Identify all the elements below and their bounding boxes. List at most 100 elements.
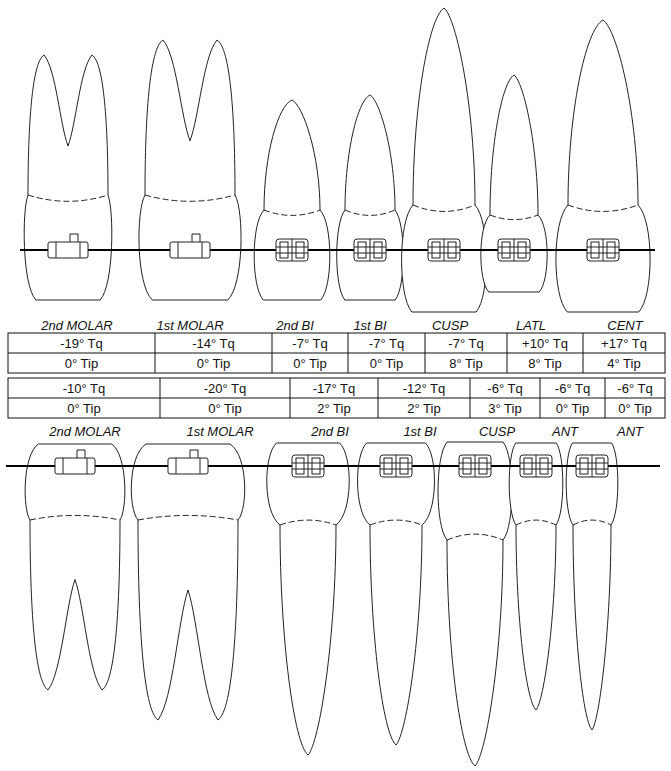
table-rule	[8, 353, 665, 354]
table-rule	[425, 333, 426, 373]
bracket	[168, 450, 208, 474]
cej-line	[516, 520, 556, 525]
tooth-name: 1st MOLAR	[156, 318, 223, 333]
tooth	[481, 75, 547, 292]
table-cell: +17° Tq	[601, 336, 647, 351]
reference-line	[6, 465, 660, 467]
tooth-outline	[131, 444, 244, 720]
bracket	[498, 239, 530, 261]
table-cell: 0° Tip	[618, 401, 651, 416]
bracket	[276, 239, 308, 261]
bracket	[354, 239, 386, 261]
arch-wire	[6, 234, 660, 477]
tooth-outline	[25, 444, 125, 690]
table-cell: -12° Tq	[403, 381, 446, 396]
tooth	[358, 443, 435, 745]
table-cell: -6° Tq	[617, 381, 652, 396]
tooth-outline	[267, 443, 349, 755]
table-cell: -6° Tq	[555, 381, 590, 396]
table-cell: 8° Tip	[528, 356, 561, 371]
table-rule	[507, 333, 508, 373]
bracket	[380, 455, 412, 477]
table-rule	[378, 378, 379, 418]
table-cell: 0° Tip	[65, 356, 98, 371]
tooth-name: 1st BI	[403, 424, 436, 439]
table-cell: +10° Tq	[522, 336, 568, 351]
teeth	[24, 8, 650, 766]
tooth-outline	[438, 442, 512, 766]
table-cell: -10° Tq	[63, 381, 106, 396]
table-cell: -7° Tq	[292, 336, 327, 351]
table-rule	[605, 378, 606, 418]
tooth-name: 1st MOLAR	[186, 424, 253, 439]
cej-line	[138, 515, 238, 520]
tooth-name: CUSP	[432, 318, 468, 333]
table-cell: -14° Tq	[192, 336, 235, 351]
tooth-name: LATL	[516, 318, 546, 333]
table-cell: 2° Tip	[317, 401, 350, 416]
tooth	[267, 443, 349, 755]
table-cell: 0° Tip	[67, 401, 100, 416]
cej-line	[447, 534, 503, 540]
cej-line	[145, 195, 235, 201]
tooth-outline	[24, 55, 112, 300]
cej-line	[573, 520, 611, 525]
table-rule	[540, 378, 541, 418]
tooth-name: 2nd MOLAR	[41, 318, 113, 333]
tooth-name: ANT	[552, 424, 578, 439]
cej-line	[28, 195, 108, 201]
cej-line	[345, 210, 395, 215]
bracket	[55, 450, 95, 474]
tooth-outline	[556, 20, 650, 312]
table-rule	[290, 378, 291, 418]
table-cell: 8° Tip	[449, 356, 482, 371]
table-rule	[583, 333, 584, 373]
table-cell: 4° Tip	[607, 356, 640, 371]
table-cell: 0° Tip	[370, 356, 403, 371]
cej-line	[30, 515, 120, 520]
bracket	[459, 455, 491, 477]
tooth	[139, 40, 241, 300]
tooth-name: ANT	[617, 424, 643, 439]
table-cell: 0° Tip	[197, 356, 230, 371]
tooth-outline	[337, 95, 404, 300]
cej-line	[490, 215, 538, 220]
table-cell: -19° Tq	[60, 336, 103, 351]
table-rule	[155, 333, 156, 373]
table-rule	[272, 333, 273, 373]
table-cell: 0° Tip	[208, 401, 241, 416]
bracket	[428, 239, 460, 261]
cej-line	[264, 210, 320, 215]
prescription-table	[8, 333, 665, 418]
table-cell: 0° Tip	[293, 356, 326, 371]
tooth-outline	[254, 100, 330, 300]
table-cell: -20° Tq	[204, 381, 247, 396]
tooth-outline	[481, 75, 547, 292]
table-cell: -17° Tq	[313, 381, 356, 396]
table-rule	[160, 378, 161, 418]
tooth-name: CUSP	[479, 424, 515, 439]
cej-line	[568, 205, 638, 211]
tooth	[556, 20, 650, 312]
table-cell: -6° Tq	[487, 381, 522, 396]
bracket	[292, 455, 324, 477]
tooth-outline	[358, 443, 435, 745]
tooth	[25, 444, 125, 690]
reference-line	[20, 249, 655, 251]
tooth-outline	[139, 40, 241, 300]
tooth	[24, 55, 112, 300]
tooth-outline	[566, 443, 618, 730]
bracket	[520, 455, 552, 477]
tooth	[402, 8, 487, 312]
tooth	[438, 442, 512, 766]
tooth-outline	[402, 8, 487, 312]
table-rule	[8, 398, 665, 399]
table-cell: -7° Tq	[448, 336, 483, 351]
table-cell: 2° Tip	[407, 401, 440, 416]
table-cell: -7° Tq	[369, 336, 404, 351]
tooth	[337, 95, 404, 300]
table-border	[8, 333, 665, 373]
tooth-name: 1st BI	[353, 318, 386, 333]
tooth-name: CENT	[607, 318, 642, 333]
